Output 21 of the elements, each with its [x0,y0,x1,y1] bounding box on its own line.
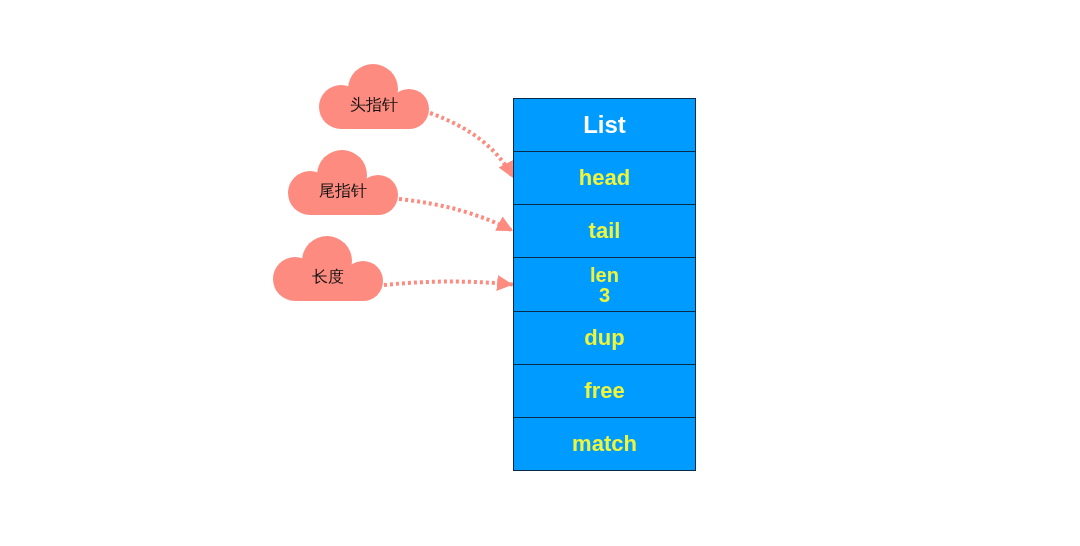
field-name: match [572,433,637,455]
list-field [513,417,696,471]
list-field [513,257,696,312]
cloud-label: 长度 [312,266,344,288]
field-name: head [578,167,631,189]
field-name: dup [584,327,625,349]
field-value: 3 [598,284,611,305]
list-field [513,364,696,418]
dotted-arrow [429,111,515,179]
field-name: len [590,264,619,285]
cloud-label: 尾指针 [319,180,367,202]
field-name: tail [588,220,621,242]
dotted-arrow [398,197,514,233]
list-field [513,151,696,205]
list-field [513,311,696,365]
list-header [513,98,696,152]
cloud-label: 头指针 [350,94,398,116]
dotted-arrow [383,275,514,292]
list-field [513,204,696,258]
field-name: free [584,380,625,402]
list-title: List [583,113,626,137]
